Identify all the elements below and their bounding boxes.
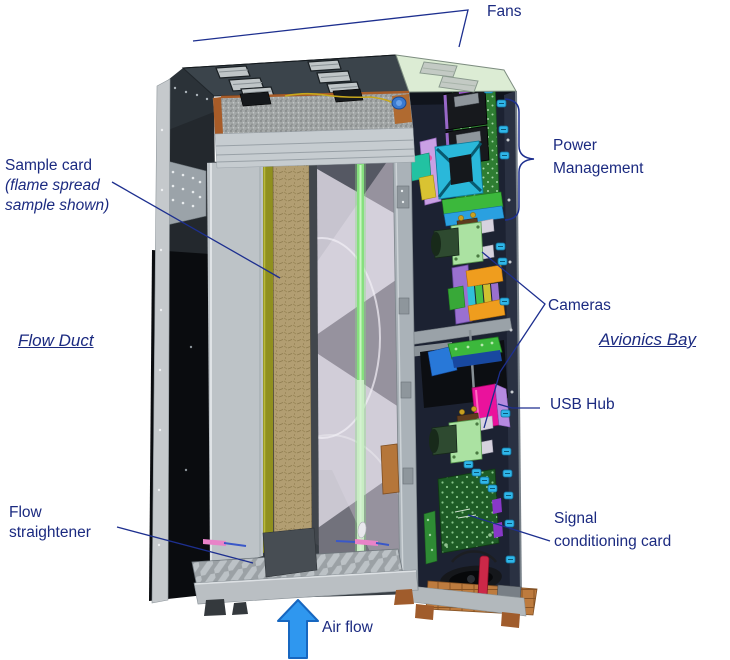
sample-card-label-line1: Sample card [5,157,93,174]
igniter-rod [477,555,490,599]
fans-label: Fans [487,3,522,20]
camera-light-cone [317,350,400,532]
flow-straightener-leader-line [116,526,254,564]
signal-conditioning-card [437,468,503,554]
left-side-panel [149,68,216,604]
sample-card-leader-line [111,181,281,279]
usb-hub-label: USB Hub [550,396,615,413]
filter-tray [212,88,414,135]
duct-inner-wall [207,161,263,570]
signal-conditioning-card-label: Signal conditioning card [554,507,671,553]
air-flow-arrow [277,599,319,659]
card-stack [447,264,506,325]
callout-lines [111,9,551,564]
air-flow-label: Air flow [322,619,373,636]
sample-card-label: Sample card (flame spread sample shown) [5,156,109,216]
power-management-label-line1: Power [553,137,597,154]
cameras-label: Cameras [548,297,611,314]
avionics-bay [399,82,538,628]
front-left-frame-column [151,78,171,604]
signal-card-label-line2: conditioning card [554,533,672,550]
power-management-brace [504,98,535,221]
signal-card-label-line1: Signal [554,510,598,527]
camera-upper [431,212,495,266]
power-management-components [409,82,505,227]
copper-box [380,443,400,495]
camera-lower [429,406,494,464]
igniter-pens [203,539,390,547]
sample-card-label-line3: sample shown) [5,197,110,214]
avionics-top-panel [395,54,517,93]
cameras-leader-line [481,251,546,429]
base-frame [193,569,419,616]
sample-card-label-line2: (flame spread [5,177,100,194]
avionics-bay-label: Avionics Bay [599,330,697,349]
green-board-unit [427,336,503,377]
camera-light-cone [317,166,400,338]
flow-straightener-label-line1: Flow [9,504,42,521]
cable-clips [463,83,516,564]
front-band [214,127,416,169]
riveted-plate [166,160,207,226]
flow-duct-label: Flow Duct [18,331,94,350]
sample-card [272,158,313,550]
bay-bottom [409,510,538,628]
power-management-label: Power Management [553,134,643,180]
fans-leader-line [192,9,469,48]
yellow-cable [284,92,395,105]
flow-straightener-label-line2: straightener [9,524,91,541]
sample-card-holder-rail [263,160,273,553]
flow-straightener-label: Flow straightener [9,503,91,543]
usb-hub-leader-line [497,403,540,409]
signal-card-leader-line [467,514,551,542]
duct-window [317,153,400,586]
power-management-label-line2: Management [553,160,644,177]
